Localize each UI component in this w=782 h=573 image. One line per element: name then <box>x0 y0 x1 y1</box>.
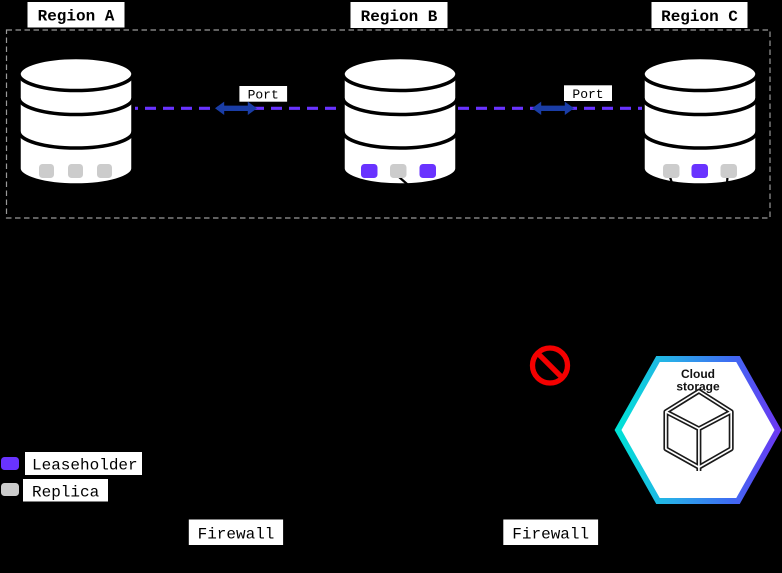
svg-text:Firewall: Firewall <box>512 525 589 543</box>
svg-text:Firewall: Firewall <box>198 525 275 543</box>
svg-text:Port: Port <box>248 88 279 103</box>
svg-text:Replica: Replica <box>32 483 100 501</box>
svg-text:storage: storage <box>676 380 720 394</box>
svg-text:Region C: Region C <box>661 8 738 26</box>
svg-text:Region B: Region B <box>361 8 438 26</box>
svg-text:Port: Port <box>572 87 603 102</box>
svg-text:Cloud: Cloud <box>681 367 715 381</box>
svg-text:Leaseholder: Leaseholder <box>32 457 138 475</box>
svg-text:Region A: Region A <box>38 8 115 26</box>
